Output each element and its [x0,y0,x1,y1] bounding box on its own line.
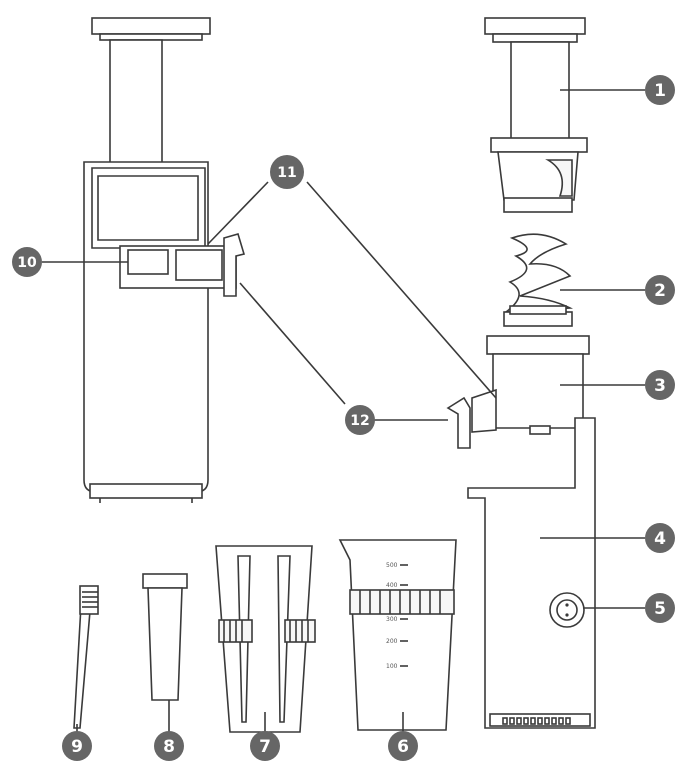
vent-slots [502,717,571,725]
callout-1: 1 [645,75,675,105]
callout-label-4: 4 [654,529,666,549]
leader-lines [42,89,645,732]
callout-label-3: 3 [654,376,666,396]
callout-label-8: 8 [163,737,175,757]
brush-part-9 [73,585,99,729]
scale-mark-300: 300 [386,616,398,623]
callout-8: 8 [154,731,184,761]
callout-6: 6 [388,731,418,761]
callout-label-11: 11 [277,165,296,181]
auger-part-2 [503,233,574,327]
callout-9: 9 [62,731,92,761]
callout-3: 3 [645,370,675,400]
callout-11: 11 [270,155,304,189]
callout-10: 10 [12,247,42,277]
callout-label-5: 5 [654,599,666,619]
strainer-cup-part-7 [215,545,316,733]
callout-label-2: 2 [654,281,666,301]
callout-2: 2 [645,275,675,305]
callout-4: 4 [645,523,675,553]
jug-scale: 500 400 300 200 100 [386,562,408,670]
callout-7: 7 [250,731,280,761]
switch-part-5 [549,592,585,628]
bowl-part-3 [471,335,590,435]
callout-label-9: 9 [71,737,83,757]
spout-part-12 [446,396,471,449]
scale-mark-400: 400 [386,582,398,589]
scale-mark-500: 500 [386,562,398,569]
motor-base-part-4 [467,417,596,729]
callout-label-7: 7 [259,737,271,757]
callout-5: 5 [645,593,675,623]
callout-12: 12 [345,405,375,435]
small-strainer-part-8 [142,573,188,701]
callout-label-12: 12 [350,413,369,429]
assembled-juicer [83,17,246,503]
jug-part-6: 500 400 300 200 100 [338,539,457,731]
scale-mark-100: 100 [386,663,398,670]
scale-mark-200: 200 [386,638,398,645]
pusher-part-1 [484,17,588,213]
callout-label-6: 6 [397,737,409,757]
callout-label-10: 10 [17,255,37,271]
callout-label-1: 1 [654,81,666,101]
